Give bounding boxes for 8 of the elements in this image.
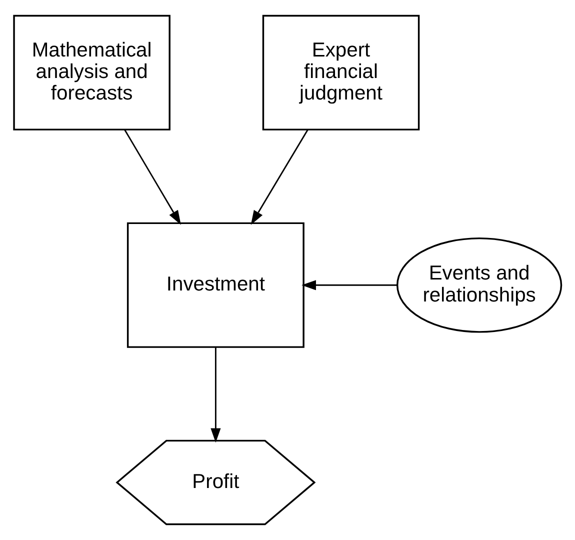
node-box: Expert financial judgment xyxy=(262,14,420,130)
arrow xyxy=(250,129,308,225)
arrow xyxy=(124,129,181,225)
arrow xyxy=(302,280,397,290)
node-box: Mathematical analysis and forecasts xyxy=(13,14,170,130)
node-box: Investment xyxy=(126,222,304,348)
arrow xyxy=(210,348,221,443)
node-ellipse: Events and relationships xyxy=(396,237,562,333)
